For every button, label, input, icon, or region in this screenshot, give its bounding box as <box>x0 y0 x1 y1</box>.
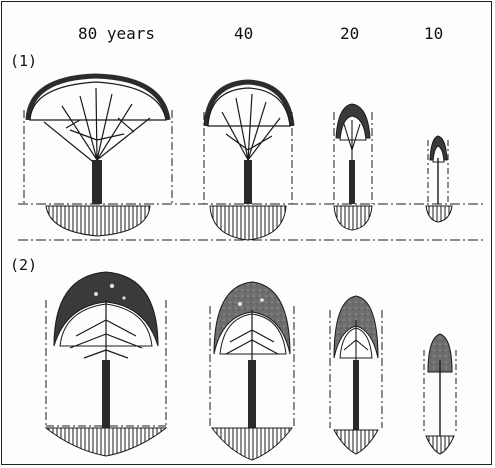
tree-40y-row-1 <box>204 82 292 240</box>
tree-80y-row-1 <box>24 76 172 236</box>
tree-20y-row-1 <box>334 104 372 230</box>
tree-80y-row-2 <box>46 272 166 456</box>
tree-10y-row-2 <box>424 334 456 454</box>
row-2-trees <box>46 272 456 460</box>
tree-40y-row-2 <box>210 282 294 460</box>
tree-20y-row-2 <box>330 296 382 454</box>
tree-10y-row-1 <box>426 136 452 222</box>
row-1-trees <box>18 76 485 240</box>
